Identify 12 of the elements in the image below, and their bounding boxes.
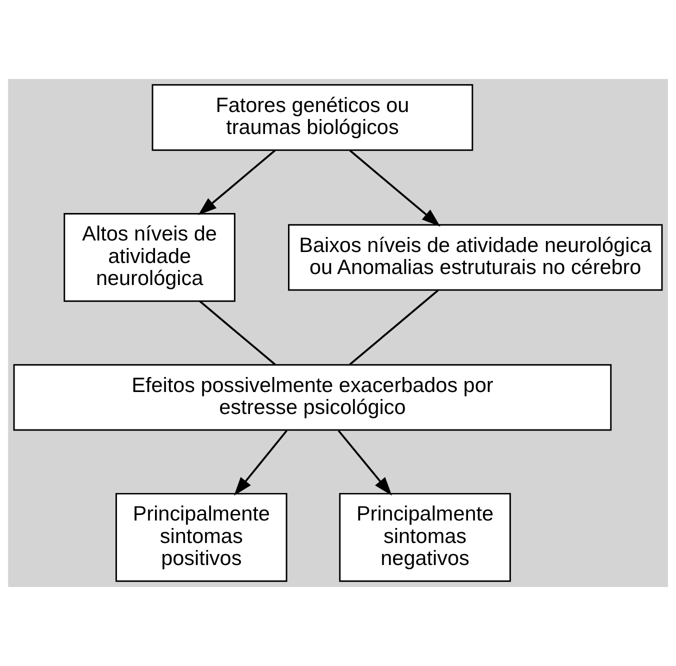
arrow [234,430,288,496]
connector [349,290,439,366]
node-box: Principalmente sintomas negativos [339,492,511,582]
node-box: Fatores genéticos ou traumas biológicos [152,84,474,151]
arrow [349,150,440,227]
node-box: Principalmente sintomas positivos [115,492,288,582]
connector [199,300,276,366]
arrow [338,430,392,496]
arrow [198,150,276,216]
node-box: Efeitos possivelmente exacerbados por estresse psicológico [13,364,612,431]
node-box: Baixos níveis de atividade neurológica ou Anomalias estruturais no cérebro [288,224,663,291]
node-box: Altos níveis de atividade neurológica [64,213,236,302]
